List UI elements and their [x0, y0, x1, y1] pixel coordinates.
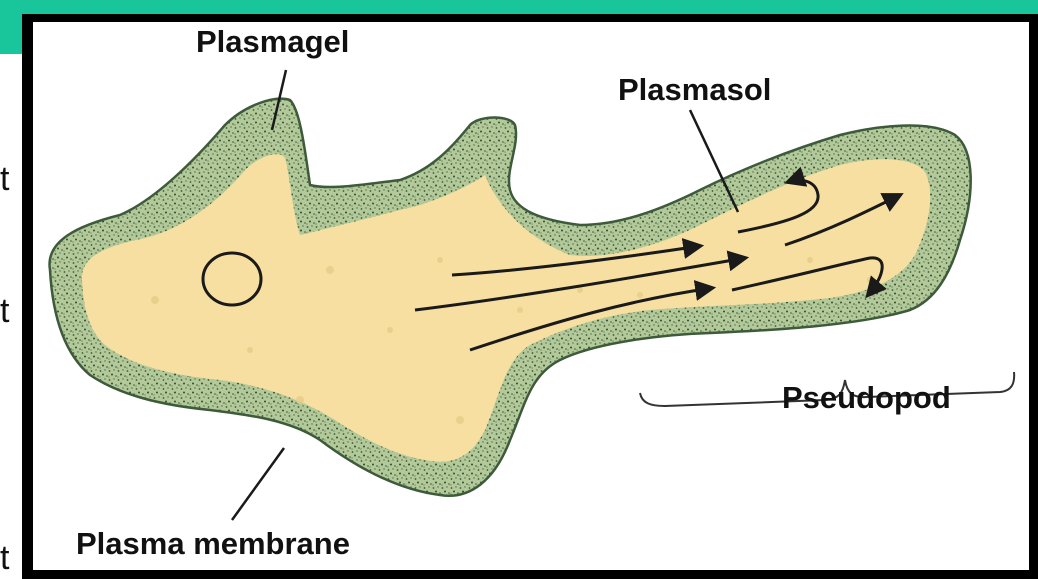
- pseudopod-label: Pseudopod: [782, 380, 951, 416]
- plasma-membrane-leader-line: [232, 448, 284, 520]
- plasmasol-label: Plasmasol: [618, 72, 771, 108]
- plasma-membrane-label: Plasma membrane: [76, 526, 350, 562]
- nucleus: [203, 253, 261, 305]
- plasmagel-label: Plasmagel: [196, 24, 349, 60]
